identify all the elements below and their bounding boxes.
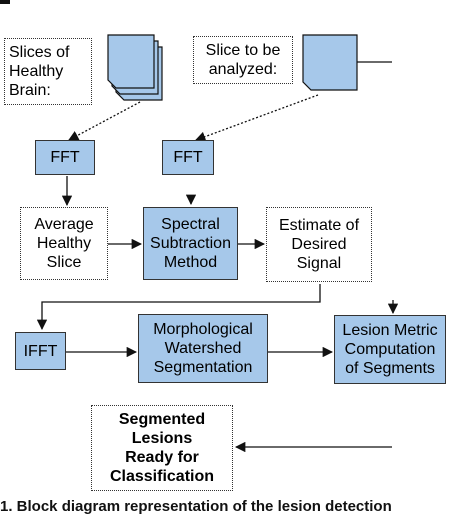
average-healthy-text: Average Healthy Slice bbox=[34, 216, 94, 271]
edge-slice-to-fft-right bbox=[195, 94, 319, 142]
fft-right-box: FFT bbox=[162, 140, 214, 175]
segmented-lesions-text: Segmented Lesions Ready for Classificati… bbox=[109, 411, 215, 485]
edge-estimate-to-ifft bbox=[36, 284, 321, 331]
ifft-box: IFFT bbox=[15, 332, 66, 370]
slice-analyzed-text: Slice to be analyzed: bbox=[205, 42, 281, 78]
slices-healthy-label: Slices of Healthy Brain: bbox=[4, 38, 92, 105]
spectral-subtraction-box: Spectral Subtraction Method bbox=[143, 207, 238, 280]
estimate-signal-text: Estimate of Desired Signal bbox=[278, 217, 360, 272]
slice-stack-icon bbox=[107, 34, 163, 101]
spectral-subtraction-text: Spectral Subtraction Method bbox=[150, 216, 231, 271]
slices-healthy-text: Slices of Healthy Brain: bbox=[9, 44, 70, 99]
slice-analyzed-label: Slice to be analyzed: bbox=[193, 36, 293, 84]
morph-watershed-box: Morphological Watershed Segmentation bbox=[138, 314, 268, 383]
figure-caption: 1. Block diagram representation of the l… bbox=[0, 498, 392, 515]
estimate-signal-box: Estimate of Desired Signal bbox=[266, 207, 372, 282]
corner-mark bbox=[0, 0, 10, 4]
segmented-lesions-box: Segmented Lesions Ready for Classificati… bbox=[91, 405, 233, 491]
ifft-text: IFFT bbox=[23, 342, 58, 360]
fft-left-box: FFT bbox=[35, 140, 95, 175]
lesion-metric-text: Lesion Metric Computation of Segments bbox=[342, 322, 438, 377]
edge-slices-to-fft-left bbox=[68, 101, 141, 141]
fft-left-text: FFT bbox=[50, 149, 80, 166]
slice-icon bbox=[302, 34, 358, 91]
lesion-metric-box: Lesion Metric Computation of Segments bbox=[334, 315, 446, 384]
fft-right-text: FFT bbox=[173, 149, 203, 166]
average-healthy-box: Average Healthy Slice bbox=[20, 207, 108, 280]
morph-watershed-text: Morphological Watershed Segmentation bbox=[153, 321, 253, 376]
